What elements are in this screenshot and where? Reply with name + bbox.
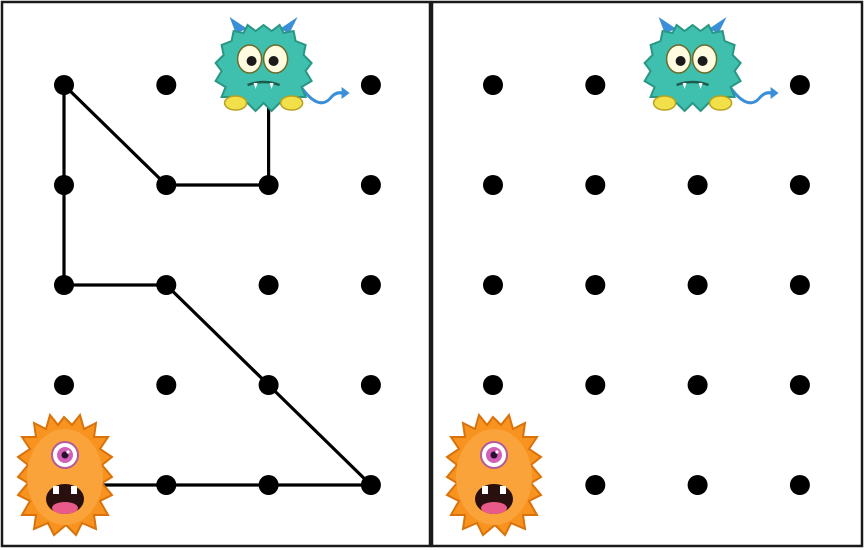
grid-dot[interactable] [483,375,503,395]
grid-dot[interactable] [790,375,810,395]
grid-dot [54,375,74,395]
grid-dot [156,475,176,495]
grid-dot[interactable] [688,175,708,195]
grid-dot [361,375,381,395]
grid-dot [54,275,74,295]
grid-dot [361,75,381,95]
panel-puzzle [432,2,862,546]
grid-dot[interactable] [483,175,503,195]
grid-dot[interactable] [688,375,708,395]
grid-dot [54,175,74,195]
grid-dot[interactable] [585,275,605,295]
grid-dot [361,175,381,195]
grid-dot[interactable] [585,75,605,95]
grid-dot[interactable] [688,475,708,495]
grid-dot [259,375,279,395]
grid-dot [361,275,381,295]
grid-dot [156,375,176,395]
grid-dot [259,475,279,495]
grid-dot[interactable] [790,75,810,95]
grid-dot[interactable] [688,275,708,295]
grid-dot [156,75,176,95]
grid-dot[interactable] [585,475,605,495]
grid-dot[interactable] [585,375,605,395]
grid-dot [156,175,176,195]
panel-example [2,2,430,546]
grid-dot[interactable] [483,75,503,95]
grid-dot [156,275,176,295]
grid-dot [361,475,381,495]
grid-dot[interactable] [585,175,605,195]
grid-dot [54,75,74,95]
grid-dot[interactable] [790,475,810,495]
grid-dot[interactable] [790,275,810,295]
grid-dot [259,275,279,295]
grid-dot[interactable] [483,275,503,295]
grid-dot[interactable] [790,175,810,195]
grid-dot [259,175,279,195]
